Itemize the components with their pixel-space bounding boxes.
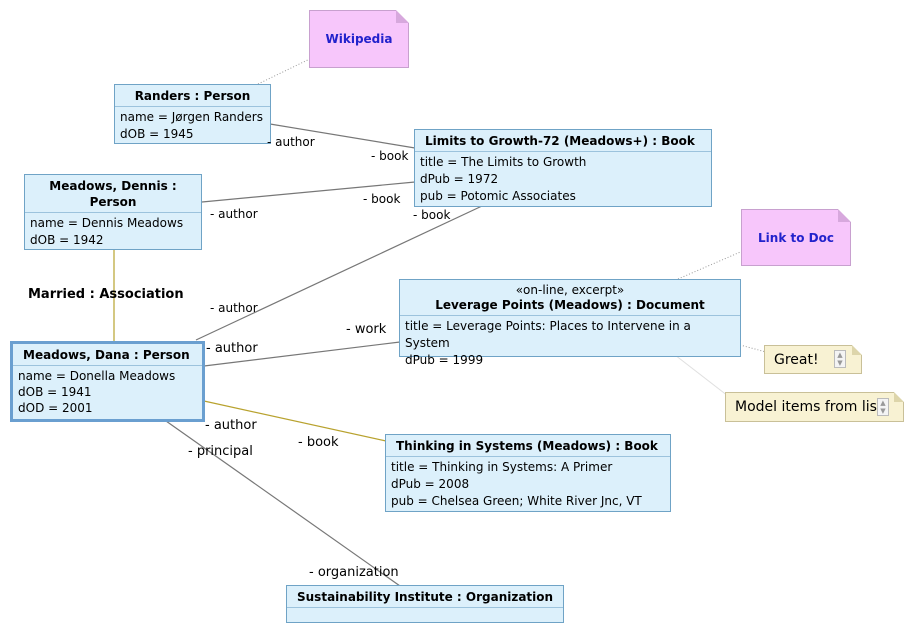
- edge-dana-institute: [165, 420, 401, 587]
- attribute: title = Leverage Points: Places to Inter…: [405, 319, 691, 350]
- object-header: «on-line, excerpt» Leverage Points (Mead…: [400, 280, 740, 316]
- object-title: Limits to Growth-72 (Meadows+) : Book: [415, 130, 711, 152]
- attribute: name = Dennis Meadows: [30, 216, 184, 230]
- object-dana[interactable]: Meadows, Dana : Person name = Donella Me…: [10, 341, 205, 422]
- attribute: dOD = 2001: [18, 401, 93, 415]
- attribute: pub = Chelsea Green; White River Jnc, VT: [391, 494, 642, 508]
- object-title: Leverage Points (Meadows) : Document: [435, 298, 705, 312]
- edge-randers-limits: [269, 123, 416, 149]
- attribute: dOB = 1942: [30, 233, 104, 247]
- object-leverage[interactable]: «on-line, excerpt» Leverage Points (Mead…: [399, 279, 741, 367]
- role-label: - book: [371, 149, 409, 163]
- note-link-wikipedia: [257, 54, 319, 85]
- attribute: pub = Potomic Associates: [420, 189, 576, 203]
- association-married-label: Married : Association: [28, 287, 184, 302]
- attribute: dOB = 1945: [120, 127, 194, 141]
- comment-model-items-spinner[interactable]: ▲▼: [877, 398, 889, 416]
- note-wikipedia-text: Wikipedia: [325, 32, 393, 46]
- edge-dana-leverage: [203, 341, 401, 367]
- edge-dana-thinking: [203, 400, 387, 442]
- role-label: - author: [205, 418, 257, 433]
- role-label: - work: [346, 322, 387, 337]
- object-randers[interactable]: Randers : Person name = Jørgen Randers d…: [114, 84, 271, 144]
- comment-link-great: [739, 344, 767, 353]
- object-title: Meadows, Dennis : Person: [25, 175, 201, 213]
- object-title: Meadows, Dana : Person: [13, 344, 202, 366]
- attribute: dPub = 1972: [420, 172, 499, 186]
- role-label: - author: [210, 301, 258, 315]
- role-label: - principal: [188, 444, 253, 459]
- comment-model-items-text: Model items from list: [735, 399, 883, 415]
- object-title: Thinking in Systems (Meadows) : Book: [386, 435, 670, 457]
- role-label: - book: [413, 208, 451, 222]
- object-dennis[interactable]: Meadows, Dennis : Person name = Dennis M…: [24, 174, 202, 250]
- edge-dana-limits: [195, 205, 483, 341]
- role-label: - author: [210, 207, 258, 221]
- attribute: dOB = 1941: [18, 385, 92, 399]
- role-label: - organization: [309, 565, 399, 580]
- role-label: - book: [298, 435, 339, 450]
- comment-great[interactable]: Great!: [764, 345, 862, 374]
- comment-great-spinner[interactable]: ▲▼: [834, 350, 846, 368]
- attribute: name = Jørgen Randers: [120, 110, 263, 124]
- role-label: - book: [363, 192, 401, 206]
- attribute: title = Thinking in Systems: A Primer: [391, 460, 613, 474]
- object-stereotype: «on-line, excerpt»: [515, 283, 625, 297]
- note-wikipedia[interactable]: Wikipedia: [309, 10, 409, 68]
- object-title: Randers : Person: [115, 85, 270, 107]
- role-label: - author: [206, 341, 258, 356]
- attribute: dPub = 1999: [405, 353, 484, 367]
- note-link-to-doc[interactable]: Link to Doc: [741, 209, 851, 266]
- attribute: name = Donella Meadows: [18, 369, 176, 383]
- comment-model-items[interactable]: Model items from list: [725, 392, 904, 422]
- object-thinking[interactable]: Thinking in Systems (Meadows) : Book tit…: [385, 434, 671, 512]
- edge-dennis-limits: [201, 181, 416, 203]
- attribute: title = The Limits to Growth: [420, 155, 587, 169]
- role-label: - author: [267, 135, 315, 149]
- attribute: dPub = 2008: [391, 477, 470, 491]
- object-institute[interactable]: Sustainability Institute : Organization: [286, 585, 564, 623]
- comment-link-model-items: [674, 354, 729, 397]
- object-limits[interactable]: Limits to Growth-72 (Meadows+) : Book ti…: [414, 129, 712, 207]
- comment-great-text: Great!: [774, 351, 819, 368]
- note-link-doc: [677, 249, 746, 280]
- object-title: Sustainability Institute : Organization: [287, 586, 563, 608]
- note-link-to-doc-text: Link to Doc: [758, 230, 834, 245]
